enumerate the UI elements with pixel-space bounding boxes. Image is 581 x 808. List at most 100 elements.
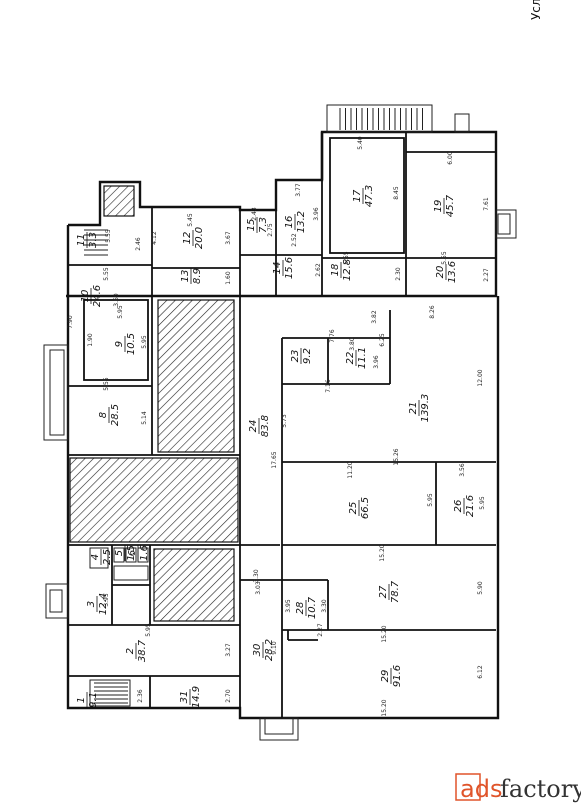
dimension-label: 2.27 [483,268,490,282]
room-area: 139.3 [420,394,431,423]
dimension-label: 5.95 [479,496,486,510]
room-number: 6 [127,550,138,556]
dimension-label: 7.76 [329,329,336,343]
room-number: 30 [252,644,263,657]
room-area: 2.5 [102,549,113,565]
room-number: 2 [125,648,136,654]
bottom-entrance-inner [264,717,294,735]
room-number: 19 [433,200,444,213]
dimension-label: 2.43 [251,207,258,221]
room-number: 28 [295,602,306,615]
room-area: 15.6 [284,257,295,279]
room-number: 26 [453,500,464,513]
room-area: 24.6 [92,285,103,307]
room-area: 10.7 [307,596,318,619]
dimension-label: 5.45 [187,213,194,227]
dimension-label: 15.20 [381,625,388,642]
room-number: 3 [86,601,97,607]
room-area: 91.6 [392,665,403,687]
dimension-label: 8.26 [429,305,436,319]
void-hatch-1 [157,299,235,453]
room-number: 10 [80,290,91,303]
dimension-label: 9.10 [271,641,278,655]
dimension-label: 2.62 [315,263,322,277]
room-area: 10.5 [126,333,137,355]
dimension-label: 3.96 [313,207,320,221]
toilet-block [89,547,149,581]
room-number: 29 [380,670,391,683]
dimension-label: 15.26 [393,448,400,465]
room-number: 21 [408,402,419,415]
stair-hatch-top [103,185,135,217]
room-area: 83.8 [260,415,271,437]
right-niche-inner [497,213,511,235]
corner-mark: Усл [529,0,543,20]
room-area: 12.8 [342,259,353,281]
dimension-label: 3.80 [349,337,356,351]
dimension-label: 5.40 [357,136,364,150]
room-number: 18 [330,264,341,277]
interior-walls [68,132,496,718]
dimension-label: 3.95 [285,599,292,613]
room-number: 5 [114,550,125,556]
dimension-label: 5.73 [281,414,288,428]
room-area: 38.7 [137,639,148,662]
room-number: 24 [248,420,259,433]
dimension-label: 7.16 [325,379,332,393]
dimension-label: 7.61 [483,197,490,211]
dimension-label: 5.55 [343,251,350,265]
room-number: 15 [246,219,257,232]
left-bay [43,344,69,441]
dimension-label: 8.45 [393,186,400,200]
dimension-label: 15.20 [381,699,388,716]
dimension-label: 2.52 [291,233,298,247]
room-area: 11.1 [357,347,368,369]
room-area: 28.2 [264,639,275,661]
watermark: ads factory [455,773,581,803]
room-area: 13.2 [296,211,307,233]
dimension-label: 2.27 [317,623,324,637]
room-area: 66.5 [360,497,371,519]
room-number: 13 [180,270,191,283]
room-number: 16 [284,216,295,229]
dimension-label: 11.20 [347,461,354,478]
dimension-label: 3.82 [371,310,378,324]
dimension-label: 5.95 [117,305,124,319]
room-area: 1.5 [126,545,137,561]
dimension-label: 6.25 [379,333,386,347]
left-niche [45,583,69,619]
room-number: 1 [76,697,87,703]
dimension-label: 5.55 [441,251,448,265]
left-niche-inner [49,589,63,613]
dimension-label: 2.30 [395,267,402,281]
room-area: 12.4 [98,593,109,615]
room-number: 20 [435,266,446,279]
dimension-label: 2.46 [135,237,142,251]
dimension-label: 5.90 [477,581,484,595]
dimension-label: 5.55 [103,377,110,391]
dimension-label: 5.55 [105,229,112,243]
room-number: 22 [345,352,356,365]
dimension-label: 5.14 [141,411,148,425]
dimension-label: 6.00 [447,151,454,165]
room-area: 28.5 [110,404,121,426]
dimension-label: 5.95 [427,493,434,507]
room-area: 8.9 [192,268,203,284]
